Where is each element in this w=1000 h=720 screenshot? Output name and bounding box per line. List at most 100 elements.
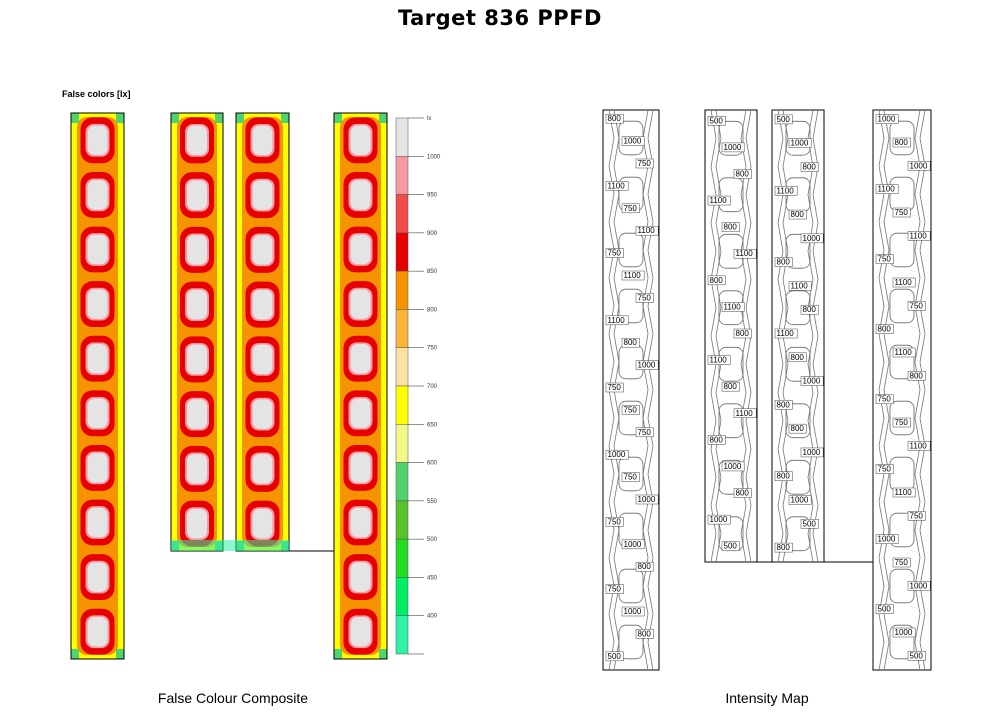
false-colour-strip-2 (170, 112, 224, 552)
iso-label-box (774, 257, 793, 267)
iso-label-box (707, 514, 731, 525)
iso-label-box (621, 136, 645, 146)
iso-label: 800 (791, 424, 805, 433)
iso-label: 500 (724, 542, 738, 551)
iso-label-box (621, 270, 645, 281)
hot-spot-core (87, 289, 108, 319)
iso-label-box (733, 328, 752, 339)
bottom-edge-zone (171, 540, 289, 551)
iso-label: 1100 (910, 231, 928, 240)
iso-label-box (800, 304, 819, 315)
iso-label-box (800, 447, 824, 458)
hot-spot-core (350, 616, 371, 647)
iso-spot-contour (889, 232, 915, 268)
hot-spot-core (350, 453, 371, 483)
iso-spot-contour (889, 624, 915, 660)
hot-spot-core (350, 343, 371, 374)
legend-label: 750 (427, 346, 438, 352)
iso-label-box (605, 517, 624, 527)
hot-spot-core (87, 398, 108, 429)
iso-contour (878, 109, 885, 671)
iso-label-box (892, 557, 911, 568)
iso-label: 800 (803, 305, 817, 314)
edge-corner (116, 113, 124, 123)
legend-swatch (395, 194, 409, 234)
legend-swatch (395, 385, 409, 425)
hot-spot-core (252, 508, 273, 539)
iso-label-box (621, 405, 640, 415)
iso-label-box (721, 222, 740, 232)
iso-label-box (774, 542, 793, 553)
iso-label: 800 (736, 329, 750, 338)
iso-label: 1000 (910, 161, 928, 170)
intensity-strip-2: 5001000800110080011008001100800110080011… (704, 109, 758, 563)
iso-label-box (621, 337, 640, 348)
iso-label: 800 (638, 562, 652, 571)
iso-contour (710, 109, 717, 563)
false-colour-header: False colors [lx] (62, 89, 131, 99)
hot-spot-core (187, 344, 207, 375)
iso-label: 1100 (777, 329, 795, 338)
strip-mid-zone (242, 117, 283, 547)
edge-corner (379, 113, 387, 123)
iso-label: 500 (910, 651, 924, 660)
iso-label-box (635, 293, 654, 303)
iso-contour (914, 109, 921, 671)
iso-contour (642, 109, 649, 671)
iso-label-box (605, 248, 624, 258)
iso-label: 1000 (803, 377, 821, 386)
legend-swatch (395, 117, 409, 157)
intensity-strip-4: 1000800100011007501100750110075080011008… (872, 109, 932, 671)
legend-label: 700 (427, 384, 438, 390)
iso-label: 750 (910, 301, 924, 310)
iso-label: 800 (624, 338, 638, 347)
iso-spot-contour (889, 400, 915, 436)
iso-label-box (892, 487, 916, 498)
caption-intensity: Intensity Map (725, 690, 809, 706)
iso-label: 500 (803, 519, 817, 528)
edge-corner (334, 649, 342, 659)
iso-label: 1000 (878, 115, 896, 124)
iso-label-box (605, 382, 624, 393)
iso-label: 800 (736, 489, 750, 498)
legend-label: 500 (427, 537, 438, 543)
legend-label: 550 (427, 499, 438, 505)
iso-label-box (875, 604, 894, 614)
iso-label: 750 (895, 558, 909, 567)
iso-label-box (635, 225, 659, 236)
iso-label-box (788, 352, 807, 363)
iso-label-box (892, 277, 916, 288)
iso-label: 500 (777, 115, 791, 124)
iso-label-box (605, 651, 624, 662)
legend-label: 900 (427, 231, 438, 237)
false-colour-legend: lx10009509008508007507006506005505004504… (395, 116, 441, 655)
iso-label-box (707, 355, 731, 365)
iso-label-box (907, 441, 931, 451)
iso-label-box (875, 464, 894, 474)
iso-label-box (605, 113, 624, 124)
iso-label: 800 (803, 162, 817, 171)
iso-spot-contour (785, 233, 811, 269)
iso-spot-contour (618, 456, 644, 492)
hot-spot-core (187, 399, 207, 429)
iso-label: 1100 (878, 185, 896, 194)
iso-label-box (605, 584, 624, 594)
iso-label-box (907, 581, 931, 591)
iso-label: 1100 (777, 186, 795, 195)
strip-mid-zone (177, 117, 217, 547)
iso-label-box (875, 254, 894, 264)
legend-swatch (395, 577, 409, 616)
hot-spot-core (350, 507, 371, 538)
iso-label: 1000 (724, 462, 742, 471)
false-colour-strip-3 (235, 112, 290, 552)
iso-label-box (774, 114, 793, 125)
hot-spot-core (187, 125, 207, 156)
iso-label-box (707, 195, 731, 206)
caption-false-colour: False Colour Composite (157, 690, 309, 706)
iso-label-box (800, 233, 824, 244)
iso-label-box (605, 181, 629, 191)
iso-contour (919, 109, 926, 671)
iso-label-box (635, 561, 654, 572)
hot-spot-core (87, 616, 108, 647)
